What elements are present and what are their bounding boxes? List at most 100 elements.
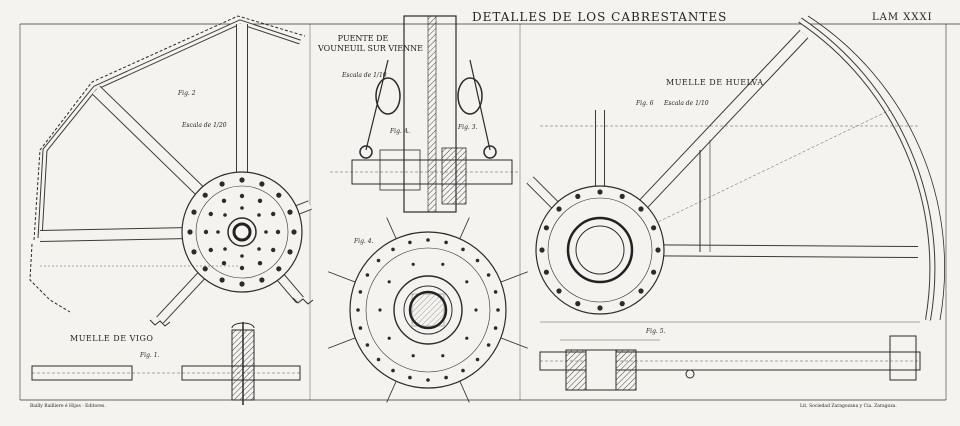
section-title-puente-line2: VOUNEUIL SUR VIENNE	[318, 44, 423, 53]
rivet-hole	[391, 247, 395, 252]
rivet-hole	[465, 336, 469, 340]
rivet-hole	[276, 266, 282, 272]
rivet-hole	[539, 247, 545, 253]
rivet-hole	[259, 181, 265, 187]
rivet-hole	[496, 308, 500, 312]
rivet-hole	[543, 269, 550, 275]
rivet-hole	[575, 193, 581, 199]
section-title-puente: PUENTE DE VOUNEUIL SUR VIENNE	[318, 34, 423, 54]
rivet-hole	[597, 305, 603, 311]
rivet-hole	[187, 229, 193, 235]
rivet-hole	[240, 254, 244, 258]
rivet-hole	[259, 277, 265, 283]
rivet-hole	[191, 249, 197, 255]
rivet-hole	[239, 281, 245, 287]
figure-label-2: Fig. 2	[178, 90, 196, 97]
huelva-hub-holes	[539, 189, 661, 311]
rivet-hole	[275, 229, 281, 235]
rivet-hole	[655, 247, 661, 253]
rivet-hole	[408, 375, 412, 380]
rivet-hole	[356, 308, 360, 312]
section-title-puente-line1: PUENTE DE	[337, 34, 389, 43]
puente-hub-holes	[356, 238, 500, 382]
rivet-hole	[387, 336, 391, 340]
rivet-hole	[597, 189, 603, 195]
rivet-hole	[221, 198, 227, 203]
vigo-capstan-plan	[29, 15, 314, 327]
rivet-hole	[240, 206, 244, 210]
rivet-hole	[202, 266, 208, 272]
rivet-hole	[271, 211, 276, 217]
rivet-hole	[556, 288, 562, 294]
rivet-hole	[408, 240, 412, 245]
section-title-vigo: MUELLE DE VIGO	[70, 334, 154, 343]
rivet-hole	[239, 193, 245, 199]
rivet-hole	[651, 269, 657, 275]
rivet-hole	[239, 177, 245, 183]
rivet-hole	[575, 301, 581, 307]
rivet-hole	[376, 258, 381, 263]
rivet-hole	[493, 290, 498, 294]
rivet-hole	[358, 326, 363, 330]
rivet-hole	[257, 213, 261, 217]
rivet-hole	[426, 238, 430, 242]
huelva-capstan-plan	[526, 15, 945, 323]
rivet-hole	[287, 249, 293, 255]
scale-label-fig-a: Escala de 1/10	[342, 72, 387, 79]
rivet-hole	[365, 273, 370, 277]
rivet-hole	[475, 357, 480, 362]
rivet-hole	[444, 375, 448, 380]
rivet-hole	[441, 354, 445, 358]
rivet-hole	[257, 261, 263, 266]
rivet-hole	[257, 247, 261, 251]
section-title-huelva: MUELLE DE HUELVA	[666, 78, 764, 87]
rivet-hole	[474, 308, 478, 312]
figure-label-4: Fig. 4.	[354, 238, 374, 245]
rivet-hole	[411, 354, 415, 358]
rivet-hole	[461, 368, 465, 373]
rivet-hole	[638, 288, 644, 294]
rivet-hole	[378, 308, 382, 312]
scale-label-fig-2: Escala de 1/20	[182, 122, 227, 129]
rivet-hole	[651, 225, 657, 231]
rivet-hole	[376, 357, 381, 362]
rivet-hole	[543, 225, 550, 231]
rivet-hole	[208, 211, 213, 217]
rivet-hole	[208, 247, 213, 253]
lithographer-credit: Lit. Sociedad Zaragozana y Cia. Zaragoza…	[800, 404, 897, 409]
rivet-hole	[441, 262, 445, 266]
rivet-hole	[493, 326, 498, 330]
rivet-hole	[411, 262, 415, 266]
rivet-hole	[223, 213, 227, 217]
figure-label-6: Fig. 6	[636, 100, 654, 107]
rivet-hole	[203, 229, 209, 235]
rivet-hole	[219, 277, 225, 283]
huelva-capstan-section	[539, 335, 921, 391]
vigo-hub-holes	[187, 177, 297, 287]
rivet-hole	[426, 378, 430, 382]
rivet-hole	[202, 192, 208, 198]
rivet-hole	[221, 261, 227, 266]
rivet-hole	[461, 247, 465, 252]
rivet-hole	[486, 343, 491, 347]
figure-label-3: Fig. 3.	[458, 124, 478, 131]
rivet-hole	[257, 198, 263, 203]
plate-title: DETALLES DE LOS CABRESTANTES	[472, 10, 728, 24]
rivet-hole	[486, 273, 491, 277]
rivet-hole	[619, 193, 625, 199]
rivet-hole	[619, 301, 625, 307]
plate-number: LAM XXXI	[872, 12, 933, 23]
rivet-hole	[556, 206, 562, 212]
vigo-capstan-elevation	[31, 322, 301, 405]
scale-label-fig-6: Escala de 1/10	[664, 100, 709, 107]
rivet-hole	[287, 209, 293, 215]
rivet-hole	[387, 280, 391, 284]
rivet-hole	[358, 290, 363, 294]
figure-label-a: Fig. A.	[390, 128, 410, 135]
rivet-hole	[638, 206, 644, 212]
rivet-hole	[465, 280, 469, 284]
rivet-hole	[365, 343, 370, 347]
rivet-hole	[239, 265, 245, 271]
